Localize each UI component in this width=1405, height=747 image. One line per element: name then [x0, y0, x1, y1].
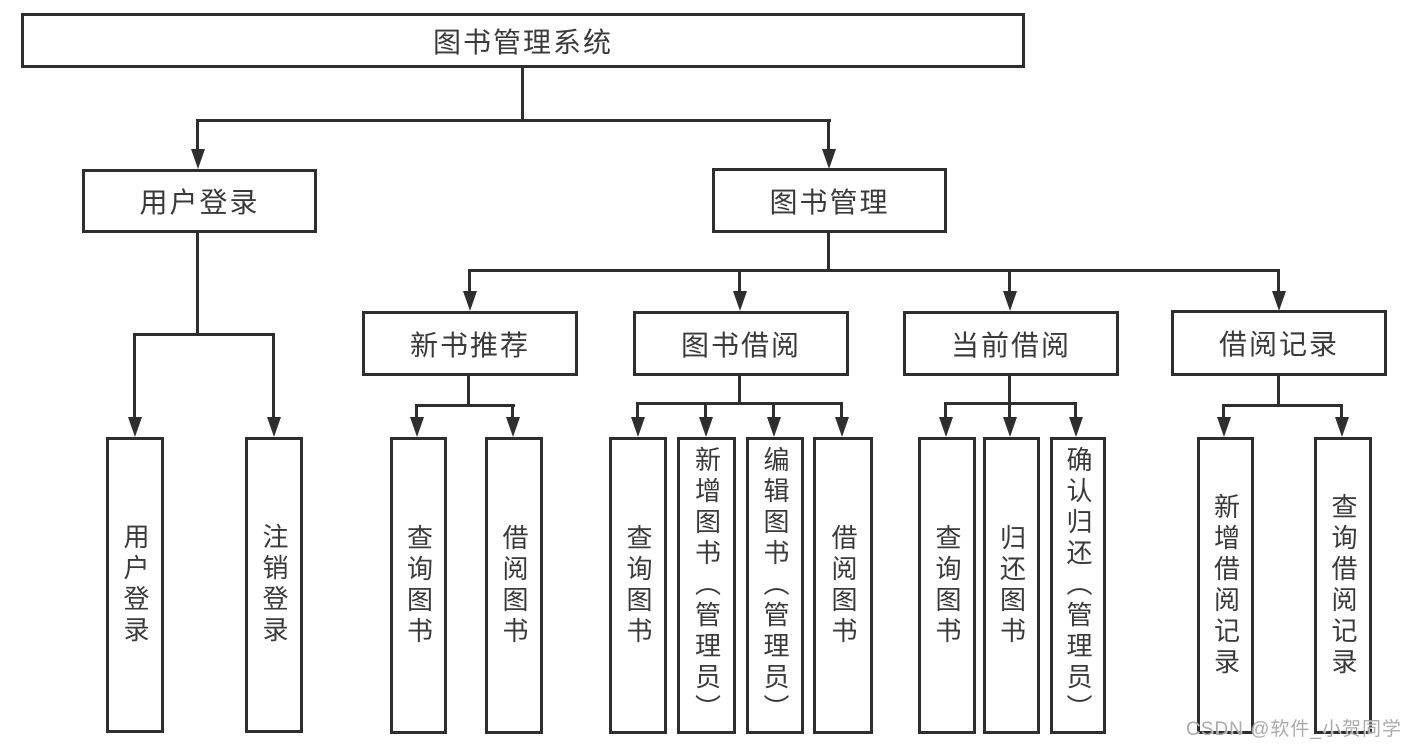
node-current-borrow: 当前借阅 — [903, 311, 1119, 376]
arrowhead-down-icon — [822, 149, 836, 169]
node-label: 当前借阅 — [950, 329, 1071, 361]
connector-line — [415, 404, 515, 407]
node-label: 查询借阅记录 — [1328, 492, 1358, 679]
connector-line — [521, 68, 524, 121]
arrowhead-down-icon — [1003, 291, 1017, 311]
leaf-borrow-borrow-books: 借阅图书 — [813, 437, 873, 734]
connector-line — [944, 402, 947, 422]
node-root-library-system: 图书管理系统 — [21, 13, 1025, 68]
arrowhead-down-icon — [699, 417, 713, 437]
arrowhead-down-icon — [128, 417, 142, 437]
connector-line — [827, 119, 830, 155]
connector-line — [827, 233, 830, 271]
connector-line — [197, 119, 831, 122]
node-label: 图书管理系统 — [432, 26, 613, 58]
connector-line — [133, 333, 275, 336]
connector-line — [467, 376, 470, 406]
connector-line — [511, 404, 514, 422]
leaf-current-return-books: 归还图书 — [983, 437, 1040, 734]
node-label: 图书管理 — [769, 186, 890, 218]
node-label: 用户登录 — [139, 187, 260, 218]
node-label: 确认归还（管理员） — [1063, 446, 1093, 725]
connector-line — [738, 269, 741, 297]
leaf-borrow-query-books: 查询图书 — [609, 437, 667, 734]
node-user-login: 用户登录 — [82, 169, 317, 233]
csdn-watermark: CSDN @软件_小贺同学 — [1186, 719, 1402, 740]
node-label: 编辑图书（管理员） — [760, 446, 790, 725]
arrowhead-down-icon — [767, 417, 781, 437]
connector-line — [1008, 376, 1011, 404]
node-label: 借阅图书 — [499, 523, 529, 648]
leaf-records-add-record: 新增借阅记录 — [1197, 437, 1254, 734]
node-new-book-recommend: 新书推荐 — [362, 311, 578, 376]
arrowhead-down-icon — [267, 417, 281, 437]
leaf-current-query-books: 查询图书 — [918, 437, 976, 734]
leaf-recommend-borrow-books: 借阅图书 — [485, 437, 543, 734]
connector-line — [1074, 402, 1077, 422]
connector-line — [196, 233, 199, 335]
connector-line — [1277, 269, 1280, 297]
arrowhead-down-icon — [506, 417, 520, 437]
connector-line — [415, 404, 418, 422]
connector-line — [468, 269, 1280, 272]
arrowhead-down-icon — [191, 149, 205, 169]
connector-line — [196, 119, 199, 155]
arrowhead-down-icon — [410, 417, 424, 437]
node-label: 借阅图书 — [828, 523, 858, 648]
connector-line — [636, 402, 639, 422]
arrowhead-down-icon — [1272, 291, 1286, 311]
node-label: 用户登录 — [120, 523, 150, 647]
connector-line — [1277, 376, 1280, 406]
connector-line — [738, 376, 741, 404]
node-label: 注销登录 — [259, 523, 289, 647]
leaf-borrow-edit-books-admin: 编辑图书（管理员） — [746, 437, 804, 734]
connector-line — [468, 269, 471, 297]
leaf-current-confirm-return-admin: 确认归还（管理员） — [1050, 437, 1106, 734]
arrowhead-down-icon — [733, 291, 747, 311]
node-label: 查询图书 — [623, 523, 653, 648]
connector-line — [704, 402, 707, 422]
arrowhead-down-icon — [463, 291, 477, 311]
arrowhead-down-icon — [1217, 417, 1231, 437]
leaf-logout: 注销登录 — [245, 437, 303, 733]
arrowhead-down-icon — [631, 417, 645, 437]
connector-line — [272, 333, 275, 422]
connector-line — [1008, 402, 1011, 422]
connector-line — [133, 333, 136, 422]
connector-line — [1340, 404, 1343, 422]
connector-line — [1222, 404, 1343, 407]
node-label: 新书推荐 — [409, 329, 530, 361]
leaf-recommend-query-books: 查询图书 — [390, 437, 447, 734]
node-book-borrow: 图书借阅 — [633, 311, 849, 376]
arrowhead-down-icon — [1003, 417, 1017, 437]
node-label: 查询图书 — [403, 523, 434, 648]
connector-line — [840, 402, 843, 422]
node-label: 归还图书 — [996, 523, 1027, 648]
connector-line — [1008, 269, 1011, 297]
node-borrow-records: 借阅记录 — [1171, 310, 1387, 376]
node-label: 查询图书 — [932, 523, 962, 648]
leaf-records-query-record: 查询借阅记录 — [1314, 437, 1372, 734]
arrowhead-down-icon — [939, 417, 953, 437]
leaf-borrow-add-books-admin: 新增图书（管理员） — [677, 437, 736, 734]
connector-line — [1222, 404, 1225, 422]
connector-line — [772, 402, 775, 422]
node-book-management: 图书管理 — [712, 168, 947, 233]
arrowhead-down-icon — [835, 417, 849, 437]
node-label: 图书借阅 — [680, 329, 801, 361]
node-label: 借阅记录 — [1218, 329, 1339, 360]
leaf-user-login: 用户登录 — [106, 437, 164, 733]
arrowhead-down-icon — [1069, 417, 1083, 437]
arrowhead-down-icon — [1335, 417, 1349, 437]
node-label: 新增图书（管理员） — [691, 446, 722, 725]
node-label: 新增借阅记录 — [1210, 492, 1241, 679]
connector-line — [636, 402, 843, 405]
